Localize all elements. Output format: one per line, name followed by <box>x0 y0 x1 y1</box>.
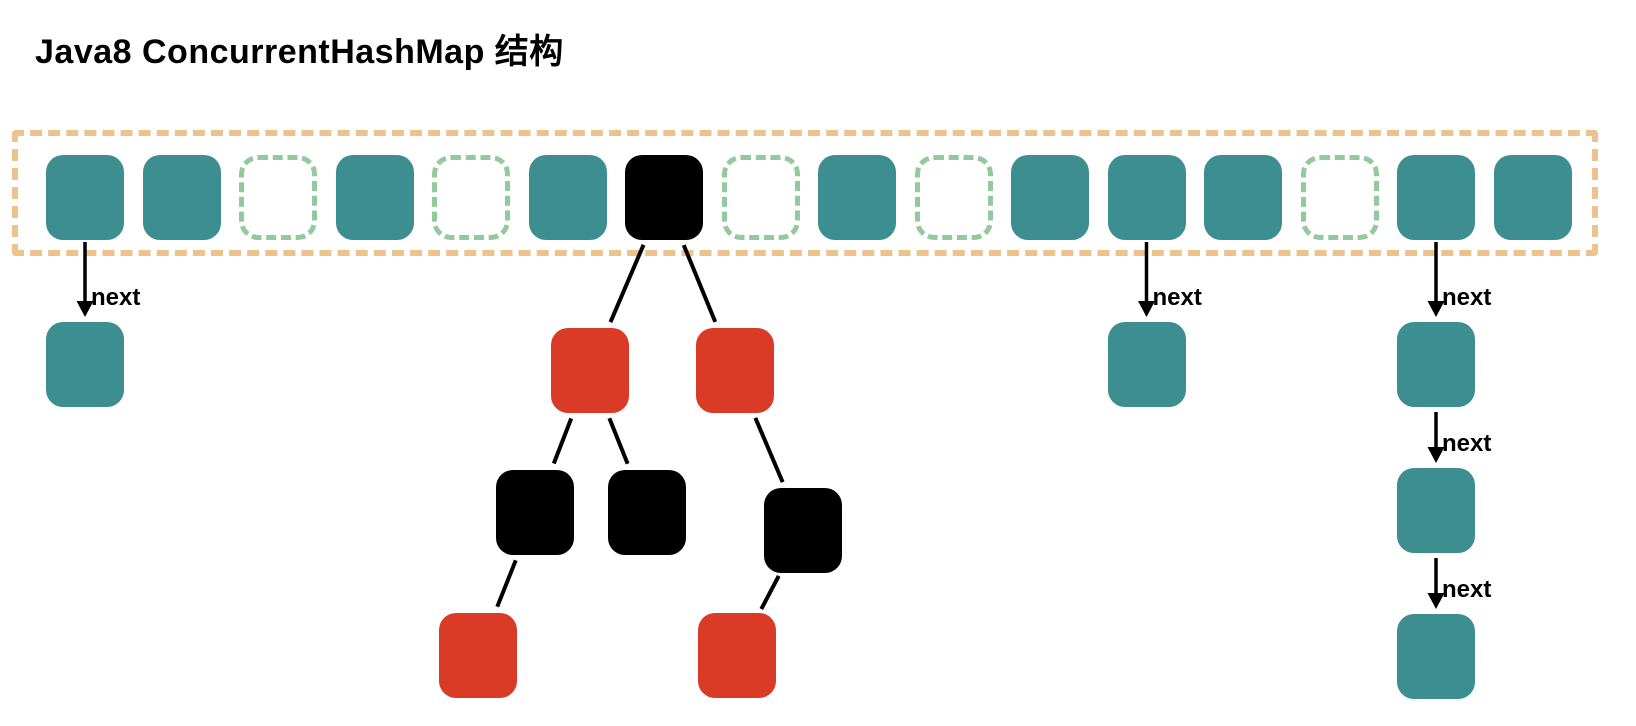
bucket-7-empty <box>721 155 800 240</box>
bucket-3-node <box>335 155 414 240</box>
bucket-5-node <box>528 155 607 240</box>
list-node-bucket14-1 <box>1397 468 1475 553</box>
tree-edge-root-L <box>608 244 646 323</box>
bucket-12-node <box>1204 155 1282 240</box>
bucket-11-node <box>1107 155 1186 240</box>
tree-edge-L-LL <box>551 417 574 465</box>
bucket-array-frame <box>12 130 1598 256</box>
next-label: next <box>91 284 141 311</box>
tree-node-RR-black <box>764 487 842 573</box>
tree-node-LR-black <box>608 469 686 555</box>
next-label: next <box>1152 284 1202 311</box>
tree-edge-L-LR <box>607 417 630 465</box>
tree-edge-LL-LLL <box>495 559 518 608</box>
tree-edge-root-R <box>681 244 718 323</box>
bucket-9-empty <box>914 155 993 240</box>
list-node-bucket0-0 <box>46 322 124 407</box>
bucket-14-node <box>1397 155 1475 240</box>
list-node-bucket14-0 <box>1397 322 1475 407</box>
bucket-0-node <box>46 155 124 240</box>
diagram-title: Java8 ConcurrentHashMap 结构 <box>35 33 564 71</box>
bucket-1-node <box>142 155 221 240</box>
list-node-bucket14-2 <box>1397 614 1475 699</box>
bucket-2-empty <box>239 155 317 240</box>
tree-node-LL-black <box>496 469 574 555</box>
tree-node-RRL-red <box>698 612 776 698</box>
bucket-6-tree-root <box>625 155 703 240</box>
next-label: next <box>1442 430 1492 457</box>
tree-node-L-red <box>551 327 629 413</box>
tree-edge-RR-RRL <box>759 575 781 610</box>
next-label: next <box>1442 576 1492 603</box>
bucket-13-empty <box>1300 155 1379 240</box>
next-label: next <box>1442 284 1492 311</box>
bucket-8-node <box>818 155 896 240</box>
bucket-10-node <box>1011 155 1089 240</box>
bucket-4-empty <box>432 155 510 240</box>
tree-node-R-red <box>696 327 774 413</box>
tree-node-LLL-red <box>439 612 517 698</box>
bucket-15-node <box>1493 155 1572 240</box>
list-node-bucket11-0 <box>1107 322 1186 407</box>
tree-edge-R-RR <box>753 417 785 483</box>
